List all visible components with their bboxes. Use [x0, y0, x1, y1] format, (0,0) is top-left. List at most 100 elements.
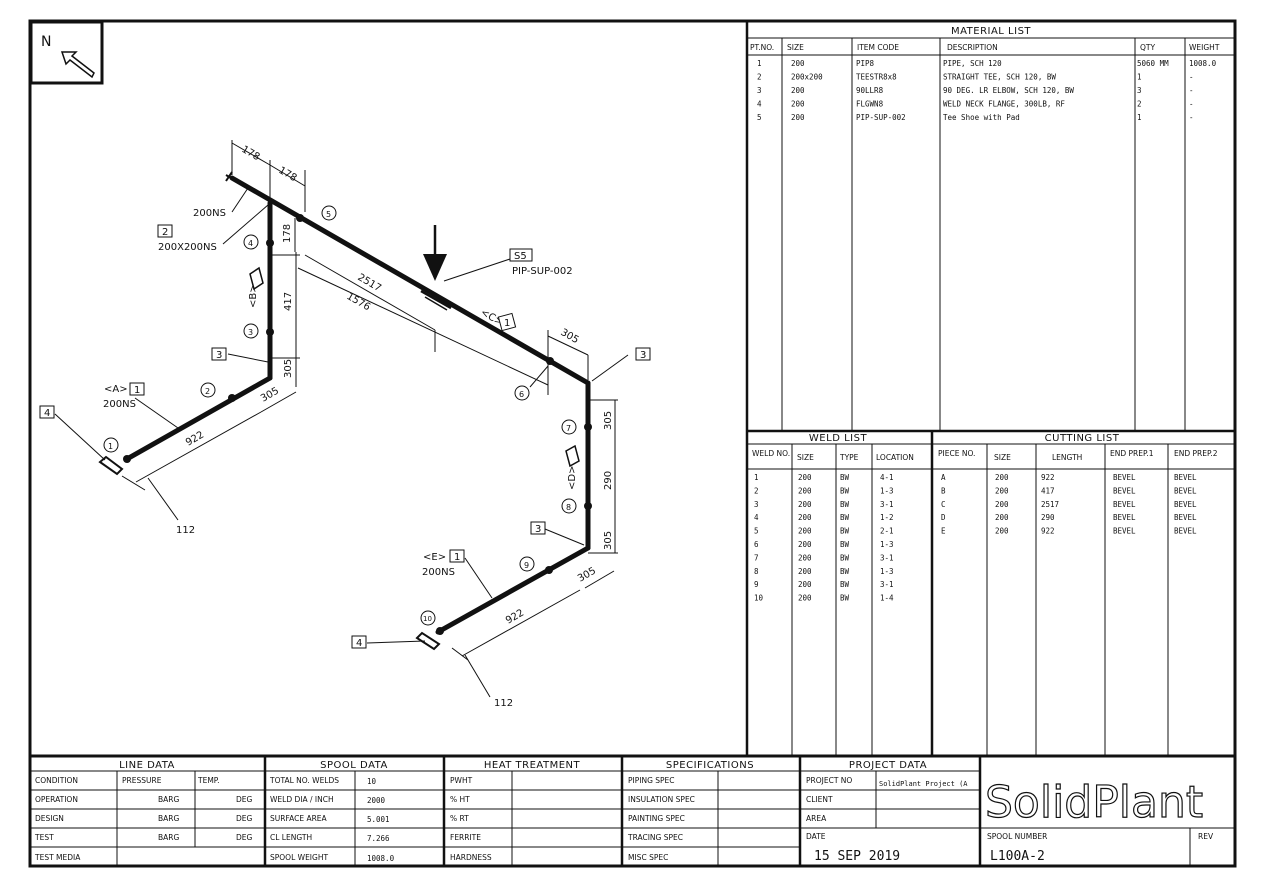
part-tag: 1: [497, 312, 517, 332]
table-cell: 10: [754, 594, 764, 603]
part-tags: 1 2 3 3 3 4 4 1 1 S5: [39, 224, 651, 649]
table-cell: 5060 MM: [1137, 59, 1169, 68]
svg-text:ITEM CODE: ITEM CODE: [857, 43, 899, 52]
svg-text:PAINTING SPEC: PAINTING SPEC: [628, 814, 685, 823]
table-cell: BEVEL: [1174, 500, 1197, 509]
svg-text:3: 3: [216, 350, 222, 361]
table-cell: 2517: [1041, 500, 1059, 509]
table-cell: 200: [995, 473, 1009, 482]
table-cell: BEVEL: [1113, 473, 1136, 482]
table-cell: 1: [1137, 113, 1142, 122]
table-cell: E: [941, 527, 946, 536]
part-tag: 1: [449, 549, 465, 563]
table-cell: 3: [754, 500, 759, 509]
heat-treatment-section: HEAT TREATMENT PWHT % HT % RT FERRITE HA…: [450, 760, 580, 862]
support-tag: S5: [509, 248, 533, 262]
line-data-section: LINE DATA CONDITION PRESSURE TEMP. OPERA…: [34, 760, 253, 862]
table-cell: 200: [798, 513, 812, 522]
table-cell: 200: [798, 486, 812, 495]
table-cell: 1-4: [880, 594, 894, 603]
svg-text:BARG: BARG: [158, 814, 179, 823]
svg-text:DESIGN: DESIGN: [35, 814, 64, 823]
table-cell: BEVEL: [1174, 527, 1197, 536]
svg-text:1008.0: 1008.0: [367, 854, 395, 863]
weld-tag: 9: [519, 556, 535, 572]
svg-text:BARG: BARG: [158, 795, 179, 804]
weld-tag: 8: [561, 498, 577, 514]
table-cell: 200: [791, 113, 805, 122]
table-cell: 200: [995, 527, 1009, 536]
table-cell: 200: [791, 86, 805, 95]
svg-text:WEIGHT: WEIGHT: [1189, 43, 1220, 52]
table-cell: BEVEL: [1113, 486, 1136, 495]
weld-list-title: WELD LIST: [809, 433, 868, 444]
svg-text:TOTAL NO. WELDS: TOTAL NO. WELDS: [269, 776, 339, 785]
svg-text:LINE DATA: LINE DATA: [119, 760, 175, 771]
svg-text:3: 3: [535, 524, 541, 535]
table-cell: 3-1: [880, 580, 894, 589]
leader-lines: [54, 187, 629, 644]
svg-text:5.001: 5.001: [367, 815, 390, 824]
table-cell: 3-1: [880, 553, 894, 562]
dim-text: 305: [559, 327, 581, 346]
cutting-list-header: PIECE NO. SIZE LENGTH END PREP.1 END PRE…: [938, 449, 1218, 462]
spool-number-block: SPOOL NUMBER L100A-2 REV: [987, 832, 1214, 864]
svg-text:PRESSURE: PRESSURE: [122, 776, 162, 785]
dim-text: 2517: [356, 272, 384, 294]
svg-text:END PREP.1: END PREP.1: [1110, 449, 1154, 458]
material-list: MATERIAL LIST PT.NO. SIZE ITEM CODE DESC…: [747, 26, 1235, 433]
table-cell: 200: [791, 59, 805, 68]
table-cell: BEVEL: [1174, 473, 1197, 482]
table-cell: BEVEL: [1113, 500, 1136, 509]
table-cell: 4-1: [880, 473, 894, 482]
svg-text:S5: S5: [514, 251, 527, 262]
svg-text:SIZE: SIZE: [994, 453, 1011, 462]
support-label: PIP-SUP-002: [512, 266, 573, 277]
weld-tags: 1 2 3 4 5 6 7 8 9 10: [103, 205, 577, 626]
table-cell: 1-3: [880, 567, 894, 576]
table-cell: BW: [840, 580, 850, 589]
svg-text:QTY: QTY: [1140, 43, 1155, 52]
svg-text:7.266: 7.266: [367, 834, 390, 843]
weld-tag: 1: [103, 437, 119, 453]
svg-text:LOCATION: LOCATION: [876, 453, 914, 462]
table-cell: BW: [840, 594, 850, 603]
svg-text:PT.NO.: PT.NO.: [750, 43, 774, 52]
svg-text:PROJECT NO: PROJECT NO: [806, 776, 852, 785]
svg-text:9: 9: [524, 561, 529, 570]
table-cell: BEVEL: [1113, 513, 1136, 522]
weld-points: [123, 214, 592, 635]
table-cell: 8: [754, 567, 759, 576]
piece-label: <B>: [248, 284, 259, 308]
table-cell: 1-3: [880, 540, 894, 549]
table-cell: A: [941, 473, 946, 482]
table-cell: 290: [1041, 513, 1055, 522]
weld-tag: 4: [243, 234, 259, 250]
table-cell: BEVEL: [1174, 513, 1197, 522]
weld-tag: 5: [321, 205, 337, 221]
table-cell: -: [1189, 113, 1194, 122]
table-cell: 922: [1041, 473, 1055, 482]
spool-data-section: SPOOL DATA TOTAL NO. WELDS 10 WELD DIA /…: [269, 760, 395, 863]
svg-text:INSULATION SPEC: INSULATION SPEC: [628, 795, 695, 804]
svg-text:4: 4: [356, 638, 362, 649]
table-cell: PIP-SUP-002: [856, 113, 906, 122]
weld-list-header: WELD NO. SIZE TYPE LOCATION: [752, 449, 914, 462]
table-cell: WELD NECK FLANGE, 300LB, RF: [943, 100, 1065, 109]
dim-text: 178: [240, 144, 262, 163]
table-cell: C: [941, 500, 946, 509]
table-cell: 200: [798, 500, 812, 509]
cutting-list-title: CUTTING LIST: [1045, 433, 1120, 444]
table-cell: BEVEL: [1113, 527, 1136, 536]
table-cell: BW: [840, 540, 850, 549]
svg-text:SolidPlant: SolidPlant: [985, 777, 1203, 828]
table-cell: BW: [840, 553, 850, 562]
dim-text: 305: [259, 386, 281, 405]
weld-tag: 6: [514, 385, 530, 401]
svg-text:TEMP.: TEMP.: [197, 776, 220, 785]
